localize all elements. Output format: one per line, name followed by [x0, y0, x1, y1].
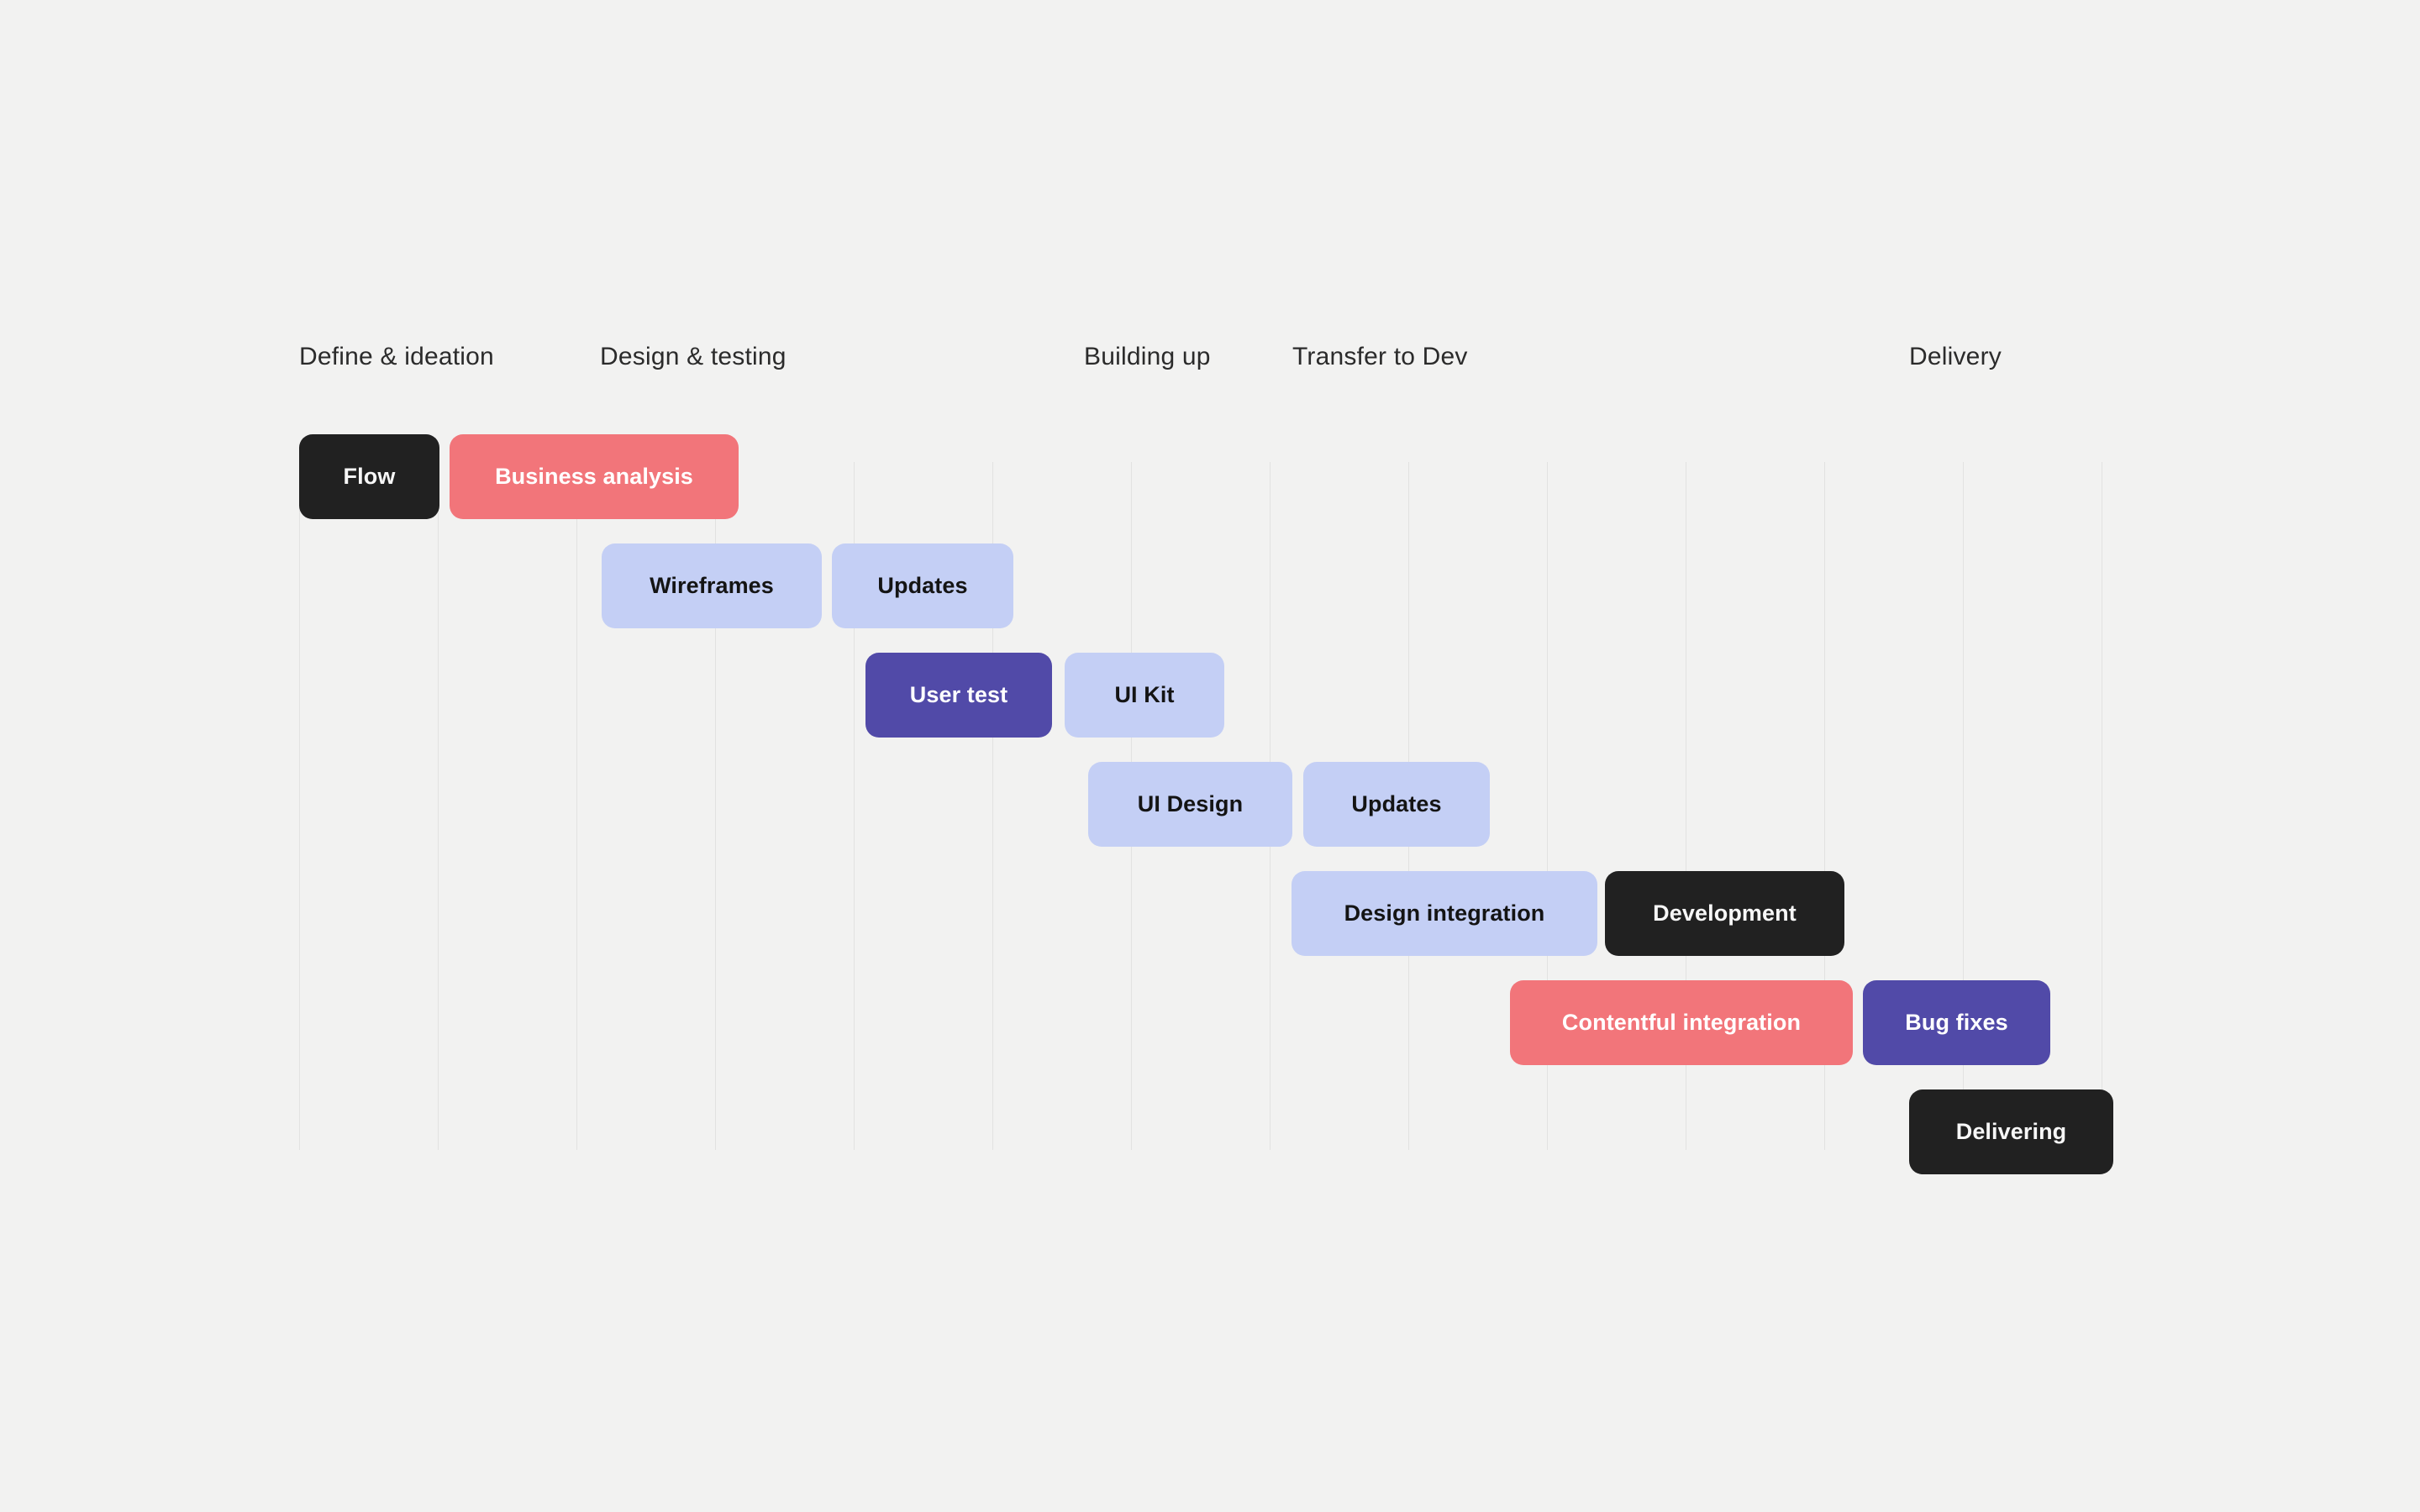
gridline [299, 462, 300, 1150]
phase-header-label: Design & testing [600, 343, 786, 370]
task-bar[interactable]: User test [865, 653, 1052, 738]
task-bar-label: Design integration [1344, 900, 1545, 926]
task-bar[interactable]: Design integration [1292, 871, 1597, 956]
task-bar-label: Business analysis [495, 464, 693, 489]
gridline [1963, 462, 1964, 1150]
gridline [992, 462, 993, 1150]
task-bar-label: Flow [343, 464, 396, 489]
task-bar-label: User test [909, 682, 1008, 707]
phase-header-label: Building up [1084, 343, 1211, 370]
task-bar[interactable]: Flow [299, 434, 439, 519]
task-bar-label: Bug fixes [1905, 1010, 2008, 1035]
phase-header-label: Delivery [1909, 343, 2002, 370]
task-bar-label: Development [1653, 900, 1797, 926]
task-bar-label: Delivering [1955, 1119, 2067, 1144]
task-bar[interactable]: Delivering [1909, 1089, 2113, 1174]
gridline [1824, 462, 1825, 1150]
gridline [715, 462, 716, 1150]
task-bar[interactable]: Contentful integration [1510, 980, 1853, 1065]
gridline [854, 462, 855, 1150]
task-bar[interactable]: Business analysis [450, 434, 739, 519]
task-bar-label: UI Design [1137, 791, 1244, 816]
phase-header-label: Transfer to Dev [1292, 343, 1468, 370]
gridline [576, 462, 577, 1150]
task-bar-label: Updates [877, 573, 968, 598]
gridline [1547, 462, 1548, 1150]
task-bar[interactable]: UI Design [1088, 762, 1292, 847]
task-bar-label: UI Kit [1114, 682, 1175, 707]
gridline [438, 462, 439, 1150]
task-bar-label: Wireframes [650, 573, 774, 598]
task-bar-label: Updates [1351, 791, 1442, 816]
task-bar[interactable]: Bug fixes [1863, 980, 2050, 1065]
task-bar[interactable]: Updates [1303, 762, 1490, 847]
task-bar[interactable]: Updates [832, 543, 1013, 628]
task-bar[interactable]: Wireframes [602, 543, 822, 628]
task-bar[interactable]: Development [1605, 871, 1844, 956]
phase-header-label: Define & ideation [299, 343, 494, 370]
task-bar-label: Contentful integration [1561, 1010, 1802, 1035]
task-bar[interactable]: UI Kit [1065, 653, 1224, 738]
